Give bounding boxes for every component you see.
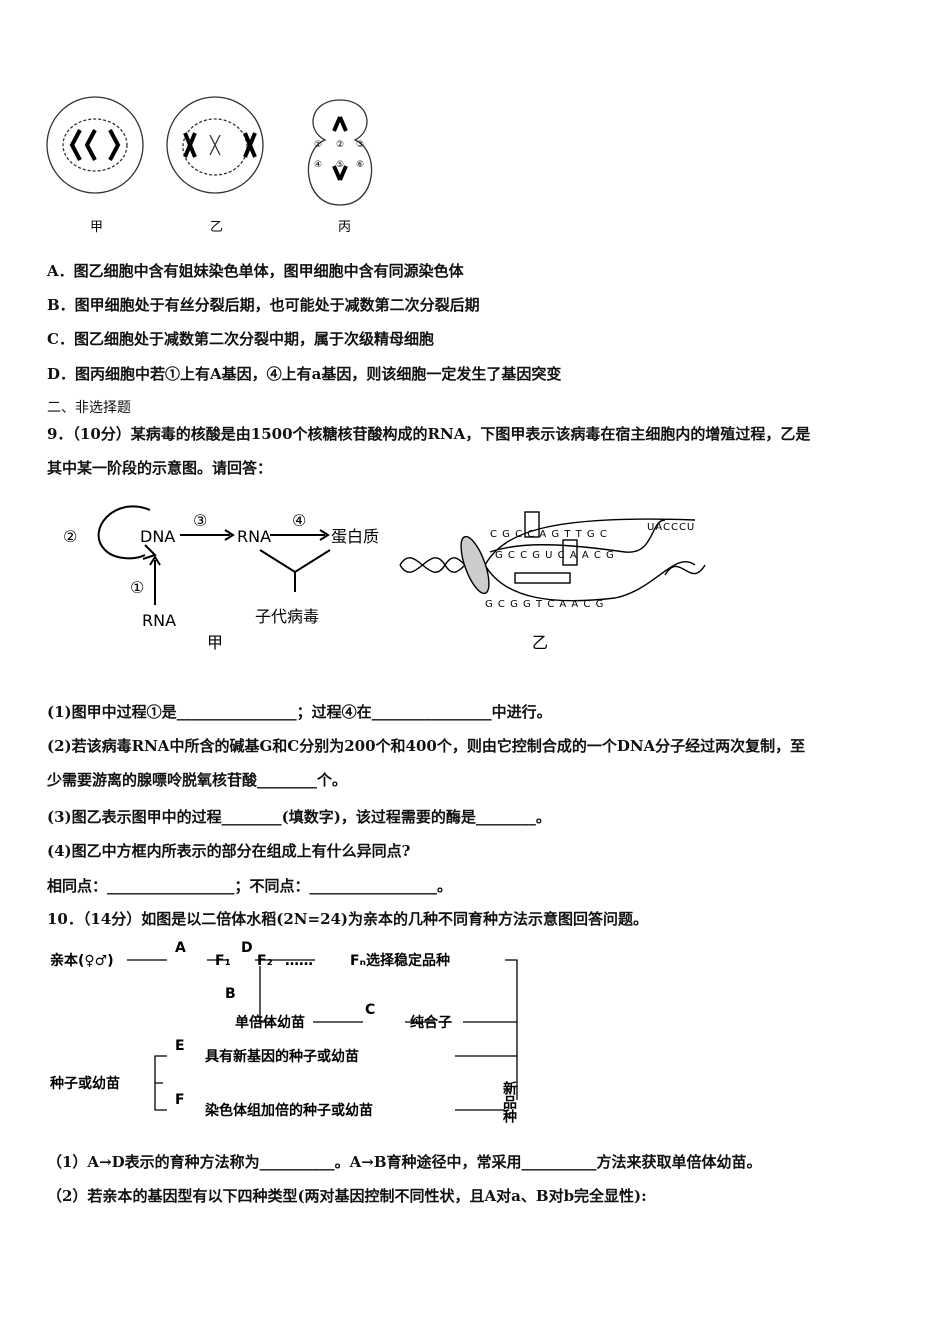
doubled-node: 染色体组加倍的种子或幼苗 <box>205 1102 373 1119</box>
cell-number: ③ <box>356 140 364 150</box>
virus-label: 子代病毒 <box>255 607 319 626</box>
figure-label-bing: 丙 <box>338 220 351 235</box>
q9-sub2-cont: 少需要游离的腺嘌呤脱氧核苷酸________个。 <box>47 771 348 789</box>
figure-label-jia: 甲 <box>90 220 103 235</box>
label-d: D <box>241 940 253 956</box>
cell-number: ④ <box>314 160 322 170</box>
option-c: C．图乙细胞处于减数第二次分裂中期，属于次级精母细胞 <box>47 330 434 348</box>
strand-bottom: G C G G T C A A C G <box>485 599 604 610</box>
cell-number: ② <box>336 140 344 150</box>
q9-stem: 9．（10分）某病毒的核酸是由1500个核糖核苷酸构成的RNA，下图甲表示该病毒… <box>47 425 811 443</box>
option-d: D．图丙细胞中若①上有A基因，④上有a基因，则该细胞一定发生了基因突变 <box>47 365 562 383</box>
q9-sub4-answer: 相同点：_________________；不同点：______________… <box>47 877 453 895</box>
q9-sub3: (3)图乙表示图甲中的过程________(填数字)，该过程需要的酶是_____… <box>47 808 551 826</box>
q9-sub2: (2)若该病毒RNA中所含的碱基G和C分别为200个和400个，则由它控制合成的… <box>47 737 806 755</box>
strand-top: C G C C A G T T G C <box>490 529 608 540</box>
step-3-label: ③ <box>193 511 207 530</box>
step-4-label: ④ <box>292 511 306 530</box>
dna-label: DNA <box>140 527 175 546</box>
f2-node: F₂ <box>257 953 273 969</box>
diagram-yi: C G C C A G T T G C G C C G U C A A C G … <box>399 511 706 652</box>
rna-source-label: RNA <box>142 611 176 630</box>
cell-number: ① <box>314 140 322 150</box>
diagram-jia: ② DNA ③ RNA ④ 蛋白质 ① RNA 子代病毒 甲 <box>63 505 379 652</box>
seed-node: 种子或幼苗 <box>49 1075 120 1092</box>
protein-label: 蛋白质 <box>331 527 379 546</box>
step-2-label: ② <box>63 527 77 546</box>
diagram-jia-label: 甲 <box>207 633 223 652</box>
fn-node: Fₙ选择稳定品种 <box>350 952 450 969</box>
q9-stem-cont: 其中某一阶段的示意图。请回答： <box>47 459 273 477</box>
q9-sub1: (1)图甲中过程①是________________；过程④在_________… <box>47 703 552 721</box>
figure-label-yi: 乙 <box>210 220 223 235</box>
rna-tail: UACCCU <box>647 522 695 533</box>
cell-division-figure: ① ② ③ ④ ⑤ ⑥ 甲 乙 丙 <box>46 96 373 235</box>
haploid-node: 单倍体幼苗 <box>235 1014 305 1031</box>
cell-number: ⑤ <box>336 160 344 170</box>
option-b: B．图甲细胞处于有丝分裂后期，也可能处于减数第二次分裂后期 <box>47 296 480 314</box>
q9-sub4: (4)图乙中方框内所表示的部分在组成上有什么异同点? <box>47 842 411 860</box>
step-1-label: ① <box>130 578 144 597</box>
dots: …… <box>285 953 313 969</box>
label-b: B <box>225 986 236 1002</box>
new-variety-node: 新品种 <box>501 1080 518 1124</box>
diagram-yi-label: 乙 <box>532 633 548 652</box>
option-a: A．图乙细胞中含有姐妹染色单体，图甲细胞中含有同源染色体 <box>47 262 464 280</box>
q10-sub2: （2）若亲本的基因型有以下四种类型(两对基因控制不同性状，且A对a、B对b完全显… <box>47 1187 647 1205</box>
newgene-node: 具有新基因的种子或幼苗 <box>204 1048 359 1065</box>
q10-sub1: （1）A→D表示的育种方法称为__________。A→B育种途径中，常采用__… <box>47 1153 762 1171</box>
label-e: E <box>175 1038 185 1054</box>
label-c: C <box>365 1002 375 1018</box>
breeding-flowchart: 亲本(♀♂) A F₁ D F₂ …… Fₙ选择稳定品种 B 单倍体幼苗 C 纯… <box>49 940 518 1124</box>
section-heading: 二、非选择题 <box>47 400 131 416</box>
pure-node: 纯合子 <box>410 1014 452 1031</box>
rna-label: RNA <box>237 527 271 546</box>
label-f: F <box>175 1092 185 1108</box>
f1-node: F₁ <box>215 953 231 969</box>
label-a: A <box>175 940 186 956</box>
q10-stem: 10．（14分）如图是以二倍体水稻(2N=24)为亲本的几种不同育种方法示意图回… <box>47 910 649 928</box>
strand-rna: G C C G U C A A C G <box>495 550 615 561</box>
cell-number: ⑥ <box>356 160 364 170</box>
parent-node: 亲本(♀♂) <box>50 952 114 969</box>
